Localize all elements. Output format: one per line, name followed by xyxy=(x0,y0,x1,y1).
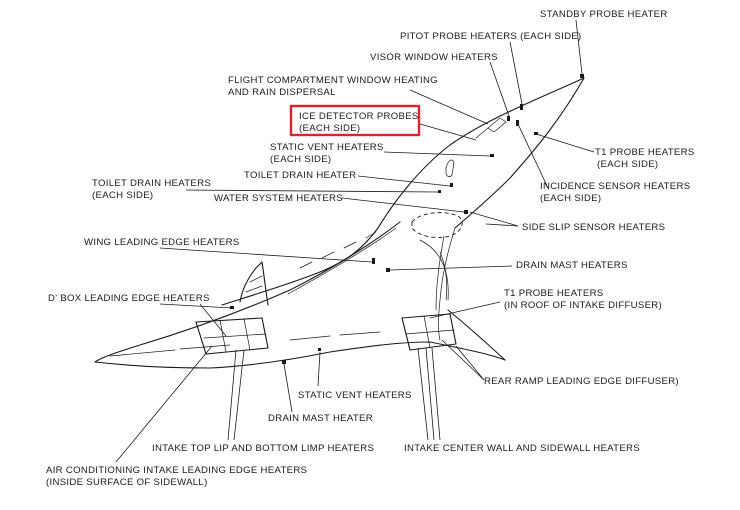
label-ice-detector-2: (EACH SIDE) xyxy=(299,123,360,134)
label-incidence-sensor-1: INCIDENCE SENSOR HEATERS xyxy=(540,181,690,192)
static-vent-marker xyxy=(490,154,494,157)
drain-mast-lower-marker xyxy=(282,360,286,364)
label-standby-probe: STANDBY PROBE HEATER xyxy=(540,9,668,20)
label-flight-compartment-1: FLIGHT COMPARTMENT WINDOW HEATING xyxy=(228,75,438,86)
label-air-conditioning-2: (INSIDE SURFACE OF SIDEWALL) xyxy=(46,477,208,488)
label-drain-mast-heaters: DRAIN MAST HEATERS xyxy=(516,260,628,271)
static-vent-lower-marker xyxy=(318,348,321,351)
label-visor-window: VISOR WINDOW HEATERS xyxy=(370,52,498,63)
label-toilet-drain-heater: TOILET DRAIN HEATER xyxy=(244,170,356,181)
label-ice-detector-1: ICE DETECTOR PROBES xyxy=(299,111,419,122)
wing-le-marker xyxy=(372,258,375,264)
pitot-probe-marker xyxy=(520,104,523,110)
water-system-marker xyxy=(464,210,468,214)
toilet-drain-marker-2 xyxy=(438,190,441,193)
drain-mast-marker xyxy=(386,268,390,272)
label-air-conditioning-1: AIR CONDITIONING INTAKE LEADING EDGE HEA… xyxy=(46,465,307,476)
label-flight-compartment-2: AND RAIN DISPERSAL xyxy=(228,87,336,98)
label-static-vent-upper-2: (EACH SIDE) xyxy=(270,154,331,165)
label-intake-center-wall: INTAKE CENTER WALL AND SIDEWALL HEATERS xyxy=(404,443,640,454)
label-incidence-sensor-2: (EACH SIDE) xyxy=(540,193,601,204)
label-toilet-drain-heaters-1: TOILET DRAIN HEATERS xyxy=(92,178,211,189)
label-rear-ramp: REAR RAMP LEADING EDGE DIFFUSER) xyxy=(484,376,679,387)
label-t1-intake-2: (IN ROOF OF INTAKE DIFFUSER) xyxy=(504,300,662,311)
d-box-marker xyxy=(230,306,234,309)
label-pitot-probe: PITOT PROBE HEATERS (EACH SIDE) xyxy=(400,31,582,42)
labels: STANDBY PROBE HEATER PITOT PROBE HEATERS… xyxy=(46,9,695,488)
t1-probe-marker-2 xyxy=(534,132,538,135)
label-intake-top-lip: INTAKE TOP LIP AND BOTTOM LIMP HEATERS xyxy=(152,443,374,454)
label-t1-intake-1: T1 PROBE HEATERS xyxy=(504,288,604,299)
label-t1-probe-2: (EACH SIDE) xyxy=(597,159,658,170)
aircraft-outline xyxy=(94,77,585,369)
label-side-slip: SIDE SLIP SENSOR HEATERS xyxy=(522,222,665,233)
ice-detector-highlight xyxy=(289,104,421,137)
label-static-vent-upper-1: STATIC VENT HEATERS xyxy=(270,142,384,153)
label-water-system: WATER SYSTEM HEATERS xyxy=(214,193,343,204)
label-t1-probe-1: T1 PROBE HEATERS xyxy=(595,147,695,158)
toilet-drain-marker xyxy=(450,183,453,187)
label-d-box: D' BOX LEADING EDGE HEATERS xyxy=(48,293,210,304)
leader-lines xyxy=(115,19,595,463)
label-drain-mast-heater: DRAIN MAST HEATER xyxy=(268,413,373,424)
heater-markers xyxy=(230,74,584,364)
visor-marker xyxy=(507,116,510,121)
label-toilet-drain-heaters-2: (EACH SIDE) xyxy=(92,190,153,201)
label-static-vent-lower: STATIC VENT HEATERS xyxy=(298,390,412,401)
standby-probe-marker xyxy=(580,74,584,78)
label-wing-leading-edge: WING LEADING EDGE HEATERS xyxy=(84,237,240,248)
t1-probe-marker xyxy=(516,120,519,126)
